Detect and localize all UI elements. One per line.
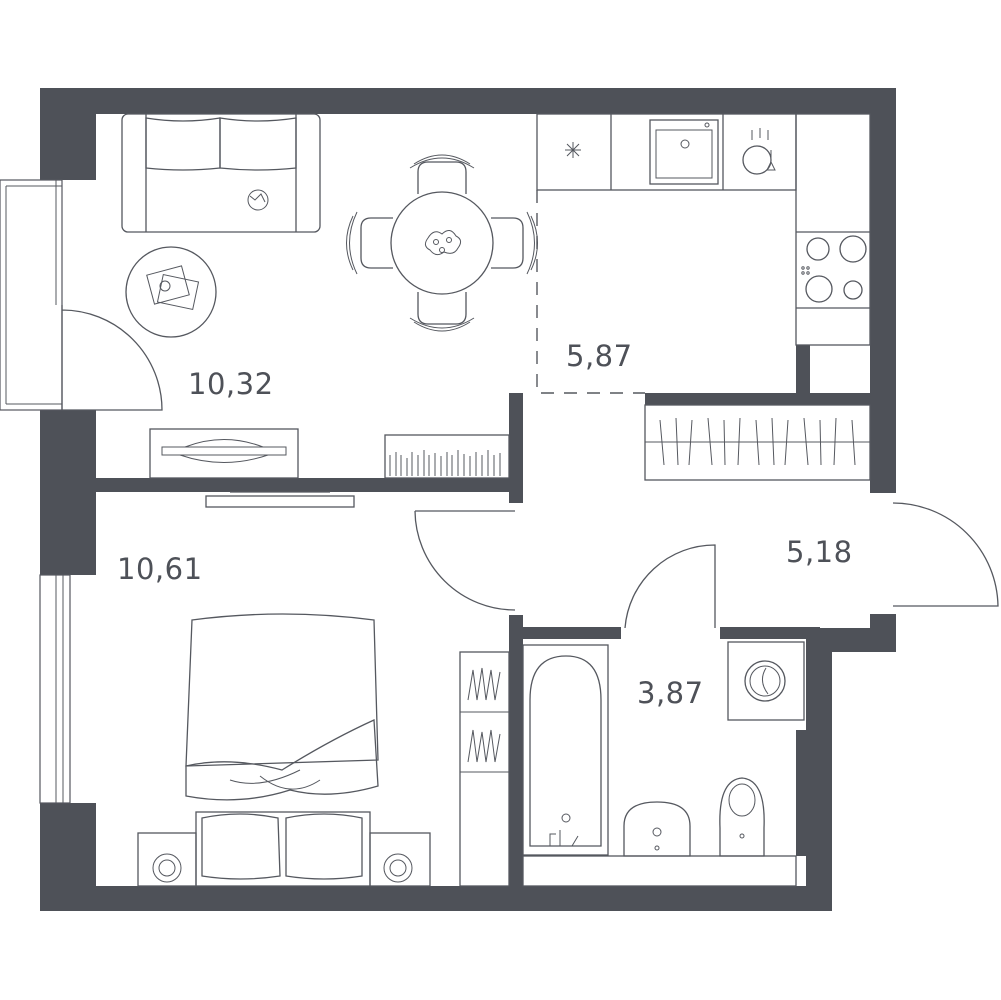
doors xyxy=(61,305,999,629)
wall-living-bedroom xyxy=(96,478,520,492)
bedroom-area: 10,61 xyxy=(117,552,203,586)
bedroom-door xyxy=(414,510,516,611)
kitchen-area: 5,87 xyxy=(566,339,633,373)
balcony-door xyxy=(61,305,163,411)
wall-bottom xyxy=(40,886,832,911)
entrance-door xyxy=(892,502,999,607)
bathroom-area: 3,87 xyxy=(637,676,704,710)
wall-right-upper xyxy=(870,88,896,493)
wall-bath-top-left xyxy=(509,627,621,639)
bathroom-door xyxy=(624,544,716,629)
sink-icon xyxy=(649,119,719,185)
tv-stand-icon xyxy=(149,428,299,479)
kitchen-counter xyxy=(536,113,871,346)
balcony xyxy=(0,179,63,411)
wall-bath-top-right xyxy=(720,627,820,639)
cooktop-icon xyxy=(801,235,867,303)
wall-left-top xyxy=(40,88,96,180)
bookshelf-icon xyxy=(384,434,510,479)
wall-partition-lower xyxy=(509,615,523,911)
bedroom-window xyxy=(39,574,71,804)
wall-top xyxy=(40,88,896,114)
washing-machine-icon xyxy=(727,641,805,721)
dining-table-icon xyxy=(390,191,494,295)
wall-partition-upper xyxy=(509,393,523,503)
wall-bath-niche xyxy=(796,730,806,856)
nightstand-icon xyxy=(137,832,431,887)
bed-icon xyxy=(185,613,379,887)
walls xyxy=(40,88,896,911)
coffee-table-icon xyxy=(125,246,217,338)
living-room-area: 10,32 xyxy=(188,367,274,401)
bedroom-shelf xyxy=(459,651,510,887)
dishwasher-icon xyxy=(742,128,776,175)
wall-right-bath xyxy=(806,628,832,911)
tv-icon xyxy=(205,491,355,508)
sofa-icon xyxy=(121,113,321,233)
washbasin-icon xyxy=(623,801,691,857)
hallway-area: 5,18 xyxy=(786,535,853,569)
chair-icon xyxy=(346,154,538,332)
wall-niche-bottom xyxy=(796,393,884,405)
wardrobe-icon xyxy=(644,404,871,481)
wall-niche-left xyxy=(796,345,810,393)
bathtub-icon xyxy=(522,644,609,856)
wall-wardrobe-top xyxy=(645,393,796,405)
toilet-icon xyxy=(719,777,765,857)
wall-left-middle xyxy=(40,410,96,575)
bathroom-ledge xyxy=(522,855,797,887)
windows xyxy=(0,179,71,804)
